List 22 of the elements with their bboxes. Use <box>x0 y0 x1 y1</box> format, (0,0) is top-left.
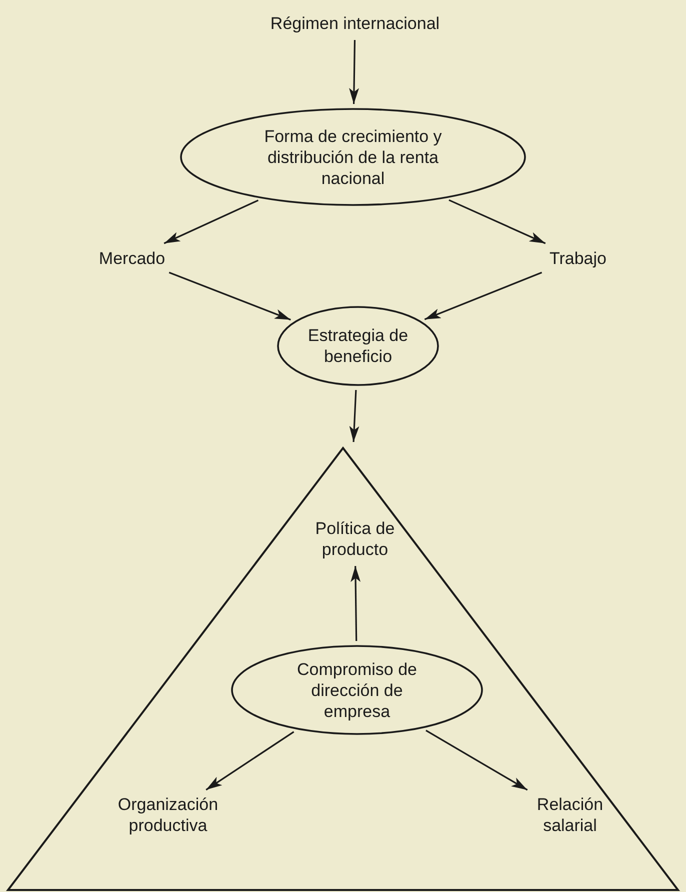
node-label: Compromiso de dirección de empresa <box>296 658 418 722</box>
arrow <box>424 272 542 320</box>
node-label: Organización productiva <box>116 794 220 836</box>
node-label: Trabajo <box>548 248 608 268</box>
arrow <box>349 390 360 442</box>
node-label: Régimen internacional <box>269 12 441 34</box>
arrow <box>168 272 291 321</box>
node-label: Política de producto <box>314 518 396 560</box>
node-label: Forma de crecimiento y distribución de la renta nacional <box>263 126 443 188</box>
triangle-node <box>8 446 678 890</box>
arrow <box>164 200 259 244</box>
node-label: Relación salarial <box>536 794 604 836</box>
ellipse-node <box>180 108 526 206</box>
ellipse-node <box>277 306 439 386</box>
ellipse-node <box>231 645 483 735</box>
arrow <box>350 566 361 642</box>
arrow <box>349 40 360 104</box>
node-label: Estrategia de beneficio <box>306 325 410 367</box>
arrow <box>448 199 546 244</box>
node-label: Mercado <box>98 248 166 268</box>
arrow <box>206 731 294 790</box>
arrow <box>426 730 528 791</box>
